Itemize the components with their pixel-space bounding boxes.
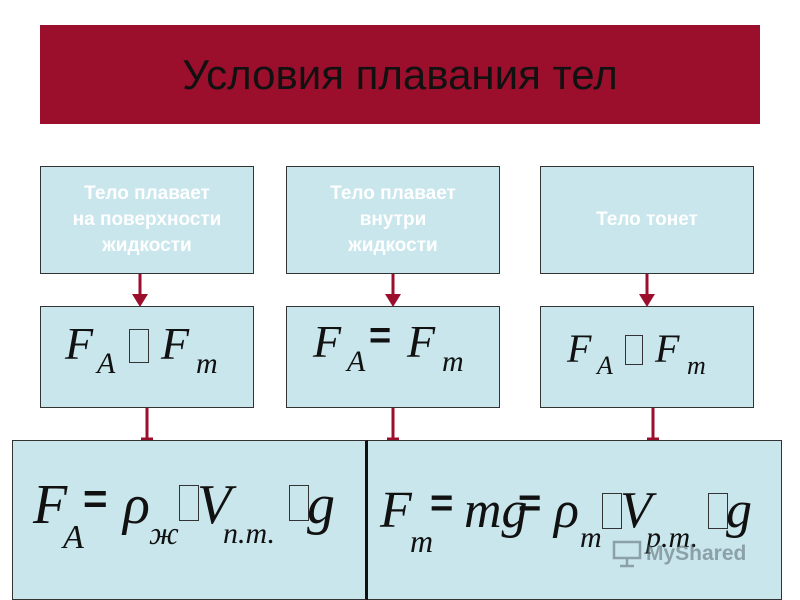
connector-line bbox=[141, 408, 153, 441]
gravity-force-formula-box: F m = mg = ρ m V р.т. g bbox=[368, 440, 782, 600]
subscript-archimedes: A bbox=[347, 345, 366, 378]
comparison-glyph-icon bbox=[625, 335, 643, 365]
comparison-glyph-icon bbox=[129, 329, 149, 363]
density-symbol: ρ bbox=[554, 482, 579, 539]
force-symbol: F bbox=[380, 482, 412, 539]
condition-label-sinks: Тело тонет bbox=[596, 209, 698, 230]
gravity-accel-symbol: g bbox=[726, 482, 752, 539]
equals-sign: = bbox=[369, 315, 392, 357]
condition-box-sinks: Тело тонет bbox=[540, 166, 754, 274]
multiply-glyph-icon bbox=[602, 493, 622, 529]
watermark: MyShared bbox=[612, 540, 746, 568]
subscript-body-part: п.т. bbox=[223, 517, 276, 550]
archimedes-force-formula-box: F A = ρ ж V п.т. g bbox=[12, 440, 368, 600]
formula-box-inside: F A = F m bbox=[286, 306, 500, 408]
presentation-board-icon bbox=[612, 540, 642, 568]
subscript-gravity: m bbox=[410, 523, 434, 559]
watermark-text: MyShared bbox=[646, 542, 747, 565]
subscript-liquid: ж bbox=[149, 515, 179, 551]
subscript-body: р.т. bbox=[646, 521, 699, 554]
multiply-glyph-icon bbox=[708, 493, 728, 529]
condition-label-inside: Тело плавает внутри жидкости bbox=[330, 183, 456, 256]
force-symbol: F bbox=[33, 474, 68, 536]
force-symbol: F bbox=[65, 318, 94, 369]
condition-box-inside: Тело плавает внутри жидкости bbox=[286, 166, 500, 274]
connector-line bbox=[647, 408, 659, 441]
gravity-accel-symbol: g bbox=[307, 474, 335, 536]
page-title: Условия плавания тел bbox=[182, 50, 618, 98]
force-symbol: F bbox=[161, 318, 190, 369]
subscript-gravity: m bbox=[580, 521, 602, 554]
mg-expression: mg bbox=[464, 482, 528, 539]
connector-line bbox=[387, 408, 399, 441]
force-symbol: F bbox=[313, 316, 342, 367]
subscript-gravity: m bbox=[687, 351, 706, 380]
subscript-gravity: m bbox=[442, 345, 464, 378]
formula-box-surface: F A F m bbox=[40, 306, 254, 408]
density-symbol: ρ bbox=[123, 474, 150, 536]
multiply-glyph-icon bbox=[179, 485, 199, 521]
arrow-down-icon bbox=[639, 274, 655, 307]
subscript-archimedes: A bbox=[597, 351, 613, 380]
equals-sign: = bbox=[518, 481, 542, 525]
force-symbol: F bbox=[407, 316, 436, 367]
equals-sign: = bbox=[83, 475, 108, 522]
force-symbol: F bbox=[567, 326, 592, 371]
multiply-glyph-icon bbox=[289, 485, 309, 521]
subscript-archimedes: A bbox=[63, 519, 84, 556]
force-symbol: F bbox=[655, 326, 680, 371]
title-banner: Условия плавания тел bbox=[40, 25, 760, 124]
subscript-archimedes: A bbox=[97, 347, 116, 380]
equals-sign: = bbox=[430, 481, 454, 525]
volume-symbol: V bbox=[197, 474, 232, 536]
arrow-down-icon bbox=[132, 274, 148, 307]
volume-symbol: V bbox=[620, 482, 652, 539]
condition-label-surface: Тело плавает на поверхности жидкости bbox=[72, 183, 222, 256]
condition-box-surface: Тело плавает на поверхности жидкости bbox=[40, 166, 254, 274]
formula-box-sinks: F A F m bbox=[540, 306, 754, 408]
arrow-down-icon bbox=[385, 274, 401, 307]
subscript-gravity: m bbox=[196, 347, 218, 380]
